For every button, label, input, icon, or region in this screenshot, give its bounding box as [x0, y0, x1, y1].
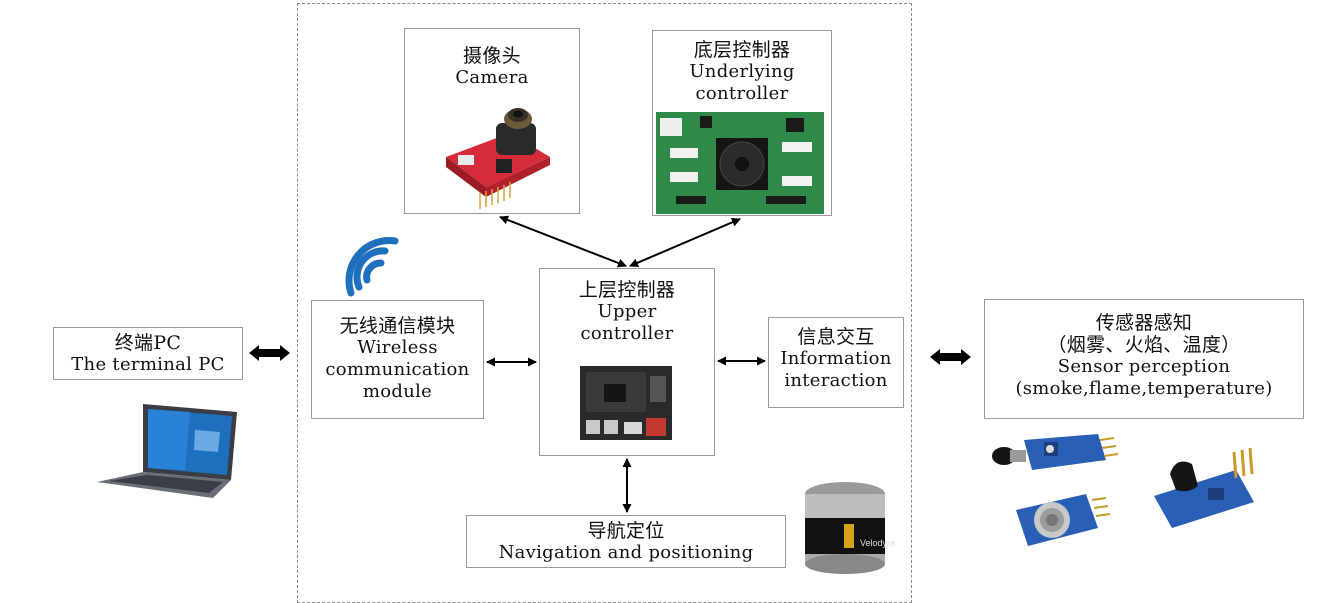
- arrow-camera-upper: [499, 215, 627, 268]
- temperature-sensor-image: [1154, 448, 1254, 528]
- laptop-image: [97, 404, 237, 498]
- upper-controller-board-image: [580, 366, 672, 440]
- wireless-module-box: 无线通信模块 Wireless communication module: [311, 300, 484, 419]
- controller-board-image: [656, 112, 824, 214]
- sensor-en1: Sensor perception: [1057, 356, 1231, 377]
- flame-sensor-image: [992, 434, 1118, 470]
- underlying-controller-en1: Underlying: [689, 61, 795, 82]
- upper-controller-en1: Upper: [597, 301, 657, 322]
- sensor-cn2: （烟雾、火焰、温度）: [1047, 334, 1241, 356]
- navigation-en: Navigation and positioning: [498, 542, 754, 563]
- lidar-image: Velodyne: [805, 482, 895, 574]
- terminal-pc-en: The terminal PC: [71, 354, 225, 375]
- info-interaction-box: 信息交互 Information interaction: [768, 317, 904, 408]
- wireless-en2: communication: [325, 359, 470, 380]
- wireless-en1: Wireless: [357, 337, 438, 358]
- navigation-box: 导航定位 Navigation and positioning: [466, 515, 786, 568]
- camera-en: Camera: [455, 67, 529, 88]
- block-arrow-pc: [249, 345, 290, 361]
- sensor-cn: 传感器感知: [1095, 312, 1193, 334]
- underlying-controller-en2: controller: [695, 83, 789, 104]
- upper-controller-en2: controller: [580, 323, 674, 344]
- terminal-pc-box: 终端PC The terminal PC: [53, 327, 243, 380]
- info-interaction-cn: 信息交互: [797, 326, 875, 348]
- upper-controller-cn: 上层控制器: [578, 279, 676, 301]
- arrow-underlying-upper: [629, 218, 741, 267]
- smoke-sensor-image: [1016, 494, 1110, 546]
- wireless-en3: module: [362, 381, 433, 402]
- info-interaction-en2: interaction: [784, 370, 888, 391]
- block-arrow-sensor: [930, 349, 971, 365]
- underlying-controller-cn: 底层控制器: [693, 39, 791, 61]
- wifi-signal-icon: [345, 237, 399, 297]
- wireless-cn: 无线通信模块: [339, 315, 456, 337]
- sensor-perception-box: 传感器感知 （烟雾、火焰、温度） Sensor perception (smok…: [984, 299, 1304, 419]
- terminal-pc-cn: 终端PC: [114, 332, 182, 354]
- info-interaction-en1: Information: [780, 348, 892, 369]
- camera-module-image: [446, 108, 550, 209]
- camera-cn: 摄像头: [463, 45, 521, 67]
- navigation-cn: 导航定位: [587, 520, 665, 542]
- sensor-en2: (smoke,flame,temperature): [1015, 378, 1273, 399]
- lidar-brand-text: Velodyne: [860, 538, 895, 548]
